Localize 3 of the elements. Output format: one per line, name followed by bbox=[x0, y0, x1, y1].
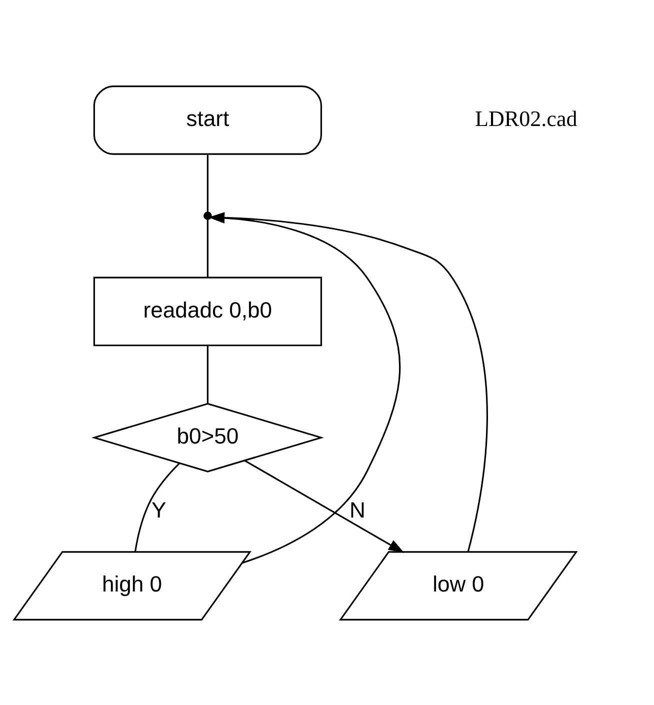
label: LDR02.cad bbox=[474, 106, 578, 131]
edge-label: Y bbox=[151, 497, 166, 522]
edge-label: N bbox=[350, 497, 366, 522]
